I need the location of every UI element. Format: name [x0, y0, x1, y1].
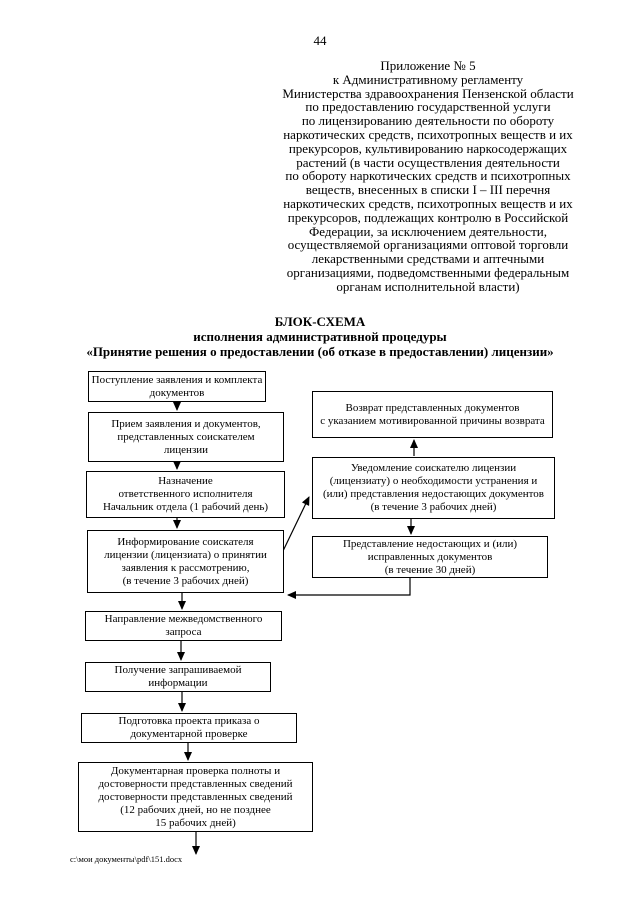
flow-box-draft-order: Подготовка проекта приказа о документарн…	[81, 713, 297, 743]
flow-box-executor-assignment: Назначение ответственного исполнителя На…	[86, 471, 285, 518]
flow-box-documents-return: Возврат представленных документов с указ…	[312, 391, 553, 438]
flow-box-information-received: Получение запрашиваемой информации	[85, 662, 271, 692]
schema-title: БЛОК-СХЕМА исполнения административной п…	[86, 314, 554, 359]
flow-box-applicant-informing: Информирование соискателя лицензии (лице…	[87, 530, 284, 593]
flow-box-interagency-request: Направление межведомственного запроса	[85, 611, 282, 641]
flow-box-documentary-check: Документарная проверка полноты и достове…	[78, 762, 313, 832]
appendix-header: Приложение № 5 к Административному регла…	[282, 58, 574, 294]
arrow-submit-return-to-flow	[287, 578, 411, 599]
flow-box-missing-submission: Представление недостающих и (или) исправ…	[312, 536, 548, 578]
page-number: 44	[313, 33, 327, 48]
arrow-informing-to-notify	[282, 496, 310, 552]
file-path-footer: с:\мои документы\pdf\151.docx	[70, 854, 183, 864]
flow-box-application-acceptance: Прием заявления и документов, представле…	[88, 412, 284, 462]
flow-box-missing-notification: Уведомление соискателю лицензии (лицензи…	[312, 457, 555, 519]
flow-box-application-receipt: Поступление заявления и комплекта докуме…	[88, 371, 266, 402]
